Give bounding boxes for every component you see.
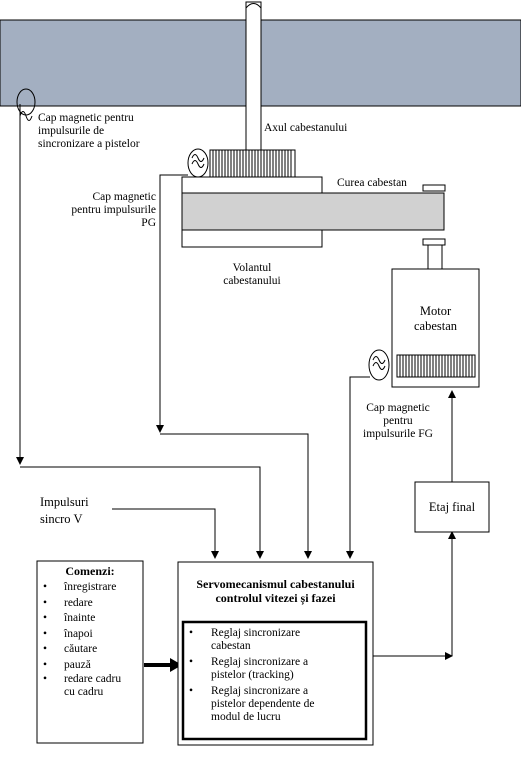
- pg-head-icon: [187, 148, 209, 178]
- signal-lines: [16, 104, 456, 660]
- command-item: redare: [40, 596, 142, 612]
- fg-head-icon: [368, 349, 390, 381]
- servo-item: Reglaj sincronizare a pistelor (tracking…: [187, 656, 364, 682]
- fg-head-label: Cap magnetic pentru impulsurile FG: [363, 402, 433, 440]
- capstan-axis-label: Axul cabestanului: [264, 122, 348, 134]
- servo-inner-box: [181, 620, 368, 741]
- pg-striped-disc: [209, 149, 296, 178]
- command-item: înapoi: [40, 627, 142, 643]
- motor-pulley-bottom: [422, 238, 446, 246]
- capstan-shaft: [245, 1, 262, 151]
- command-item: căutare: [40, 642, 142, 658]
- motor-shaft: [427, 244, 443, 270]
- sync-head-icon: [16, 88, 36, 121]
- capstan-belt-label: Curea cabestan: [337, 177, 407, 189]
- servo-list: Reglaj sincronizare cabestan Reglaj sinc…: [187, 627, 364, 727]
- fg-striped-disc: [396, 354, 476, 378]
- sync-head-label: Cap magnetic pentru impulsurile de sincr…: [38, 112, 140, 150]
- commands-to-servo-arrow: [144, 658, 182, 672]
- servo-title: Servomecanismul cabestanului controlul v…: [196, 577, 355, 605]
- servo-item: Reglaj sincronizare a pistelor dependent…: [187, 685, 364, 724]
- final-stage-box: [414, 481, 490, 533]
- final-stage-label: Etaj final: [428, 500, 476, 514]
- command-item: înregistrare: [40, 580, 142, 596]
- sync-v-label: Impulsuri sincro V: [40, 495, 89, 526]
- command-item: redare cadru cu cadru: [40, 673, 142, 699]
- pg-head-label: Cap magnetic pentru impulsurile PG: [71, 191, 156, 229]
- commands-title: Comenzi:: [65, 564, 115, 578]
- motor-label: Motor cabestan: [413, 304, 458, 333]
- capstan-belt: [181, 192, 445, 231]
- commands-list: înregistrare redare înainte înapoi căuta…: [40, 580, 142, 699]
- servo-item: Reglaj sincronizare cabestan: [187, 627, 364, 653]
- flywheel-label: Volantul cabestanului: [223, 262, 281, 287]
- command-item: pauză: [40, 658, 142, 674]
- command-item: înainte: [40, 611, 142, 627]
- motor-pulley-top: [422, 184, 446, 192]
